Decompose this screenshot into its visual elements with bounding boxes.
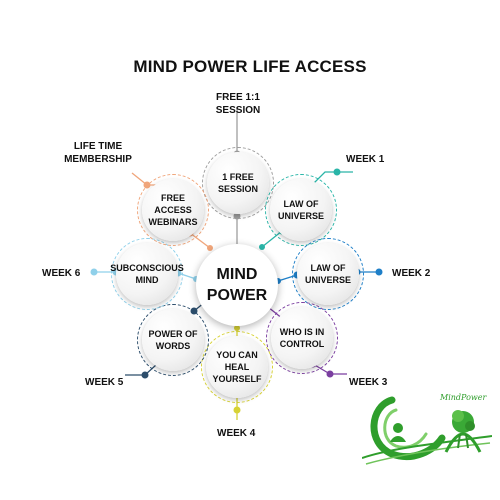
label-week3: WEEK 3 — [349, 377, 388, 388]
label-week1: WEEK 1 — [346, 154, 385, 165]
week2-ring — [292, 238, 364, 310]
week5-ring — [137, 304, 209, 376]
node-week1: LAW OF UNIVERSE — [270, 179, 332, 241]
logo-text: MindPower — [439, 393, 487, 402]
week1-ring — [265, 174, 337, 246]
node-lifetime: FREE ACCESS WEBINARS — [142, 179, 204, 241]
brand-logo: MindPower — [362, 393, 492, 465]
label-lifetime: LIFE TIME MEMBERSHIP — [64, 141, 132, 165]
session-ring — [202, 147, 274, 219]
label-free-session: FREE 1:1 SESSION — [215, 92, 261, 116]
node-week2: LAW OF UNIVERSE — [297, 243, 359, 305]
lifetime-ring — [137, 174, 209, 246]
label-week2: WEEK 2 — [392, 268, 431, 279]
node-free-session: 1 FREE SESSION — [207, 152, 269, 214]
node-week4: YOU CAN HEAL YOURSELF — [206, 336, 268, 398]
node-week6: SUBCONSCIOUS MIND — [110, 243, 184, 305]
node-week3: WHO IS IN CONTROL — [271, 307, 333, 369]
week6-ring — [111, 238, 183, 310]
week4-ring — [201, 331, 273, 403]
page-title: MIND POWER LIFE ACCESS — [133, 57, 367, 76]
week3-ring — [266, 302, 338, 374]
label-week6: WEEK 6 — [42, 268, 81, 279]
center-node: MIND POWER — [196, 244, 278, 326]
label-week4: WEEK 4 — [217, 428, 256, 439]
node-week5: POWER OF WORDS — [142, 309, 204, 371]
label-week5: WEEK 5 — [85, 377, 124, 388]
